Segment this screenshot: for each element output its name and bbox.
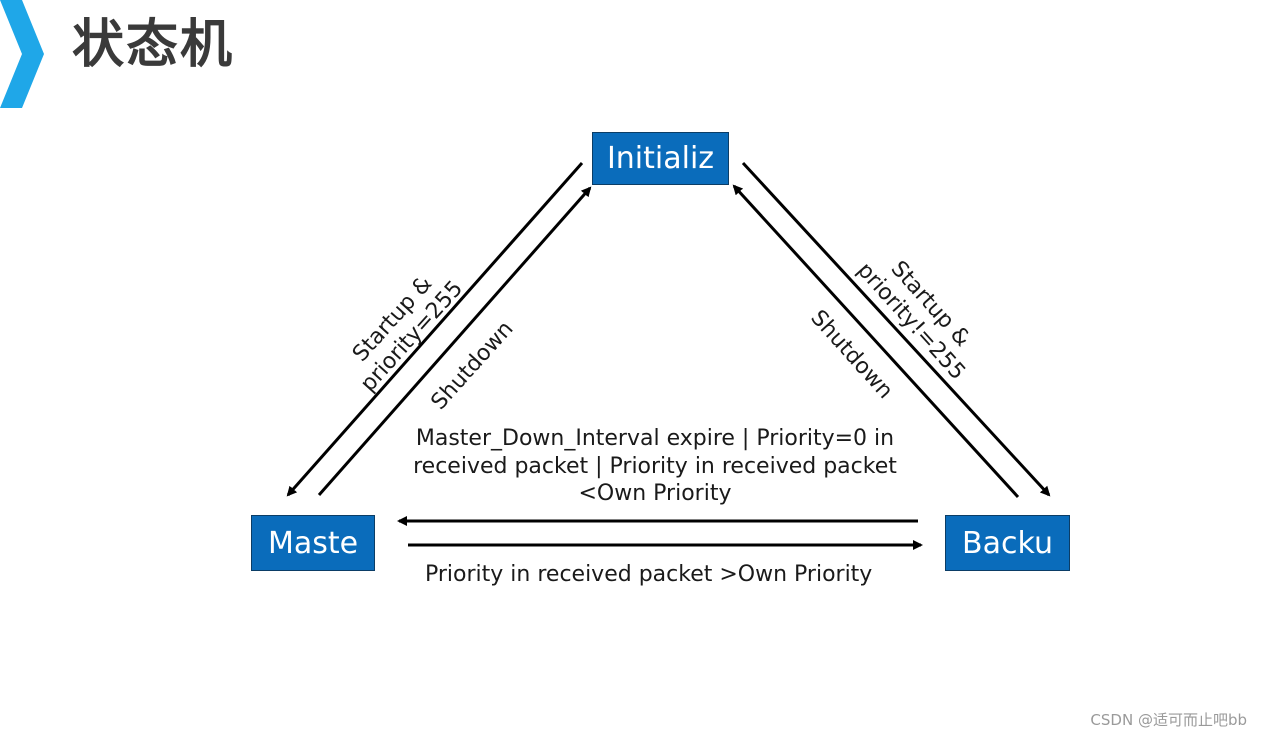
arrow-init-to-backup (741, 161, 1051, 497)
state-master: Maste (251, 515, 375, 571)
arrow-init-to-master (286, 162, 584, 497)
label-backup-to-master: Master_Down_Interval expire | Priority=0… (400, 425, 910, 508)
label-backup-to-master-line2: received packet | Priority in received p… (413, 453, 897, 479)
state-initialize: Initializ (592, 132, 729, 185)
arrow-master-to-init (317, 186, 592, 496)
label-backup-to-master-line1: Master_Down_Interval expire | Priority=0… (415, 426, 895, 451)
page-title: 状态机 (72, 15, 235, 75)
chevron-accent-icon (0, 0, 44, 108)
state-backup: Backu (945, 515, 1070, 571)
label-master-to-backup: Priority in received packet >Own Priorit… (425, 562, 873, 587)
arrow-backup-to-init (732, 184, 1020, 499)
label-backup-to-master-line3: <Own Priority (578, 481, 732, 506)
watermark: CSDN @适可而止吧bb (1090, 711, 1247, 729)
